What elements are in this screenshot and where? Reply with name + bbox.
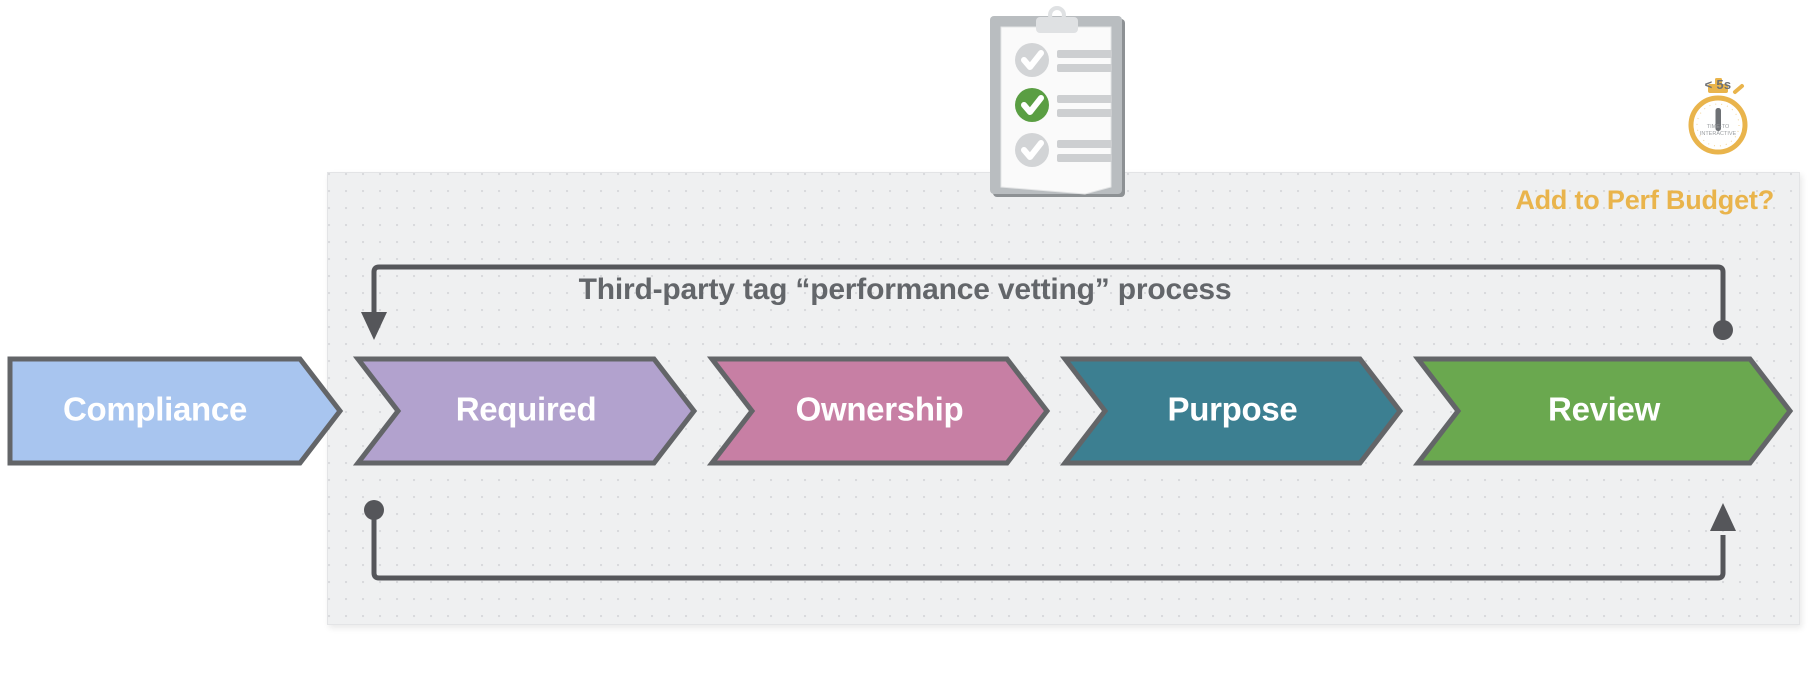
stage-chevron-ownership[interactable] (706, 356, 1051, 466)
stopwatch-icon: TIME-TO INTERACTIVE (1688, 78, 1748, 155)
stage-label-compliance: Compliance (63, 391, 247, 428)
process-title: Third-party tag “performance vetting” pr… (578, 273, 1232, 306)
stage-label-review: Review (1548, 391, 1661, 428)
stage-chevron-strip: Compliance Required Ownership Purpose Review (7, 356, 1794, 466)
stage-label-purpose: Purpose (1168, 391, 1298, 428)
perf-budget-label: Add to Perf Budget? (1515, 185, 1774, 215)
stage-label-ownership: Ownership (796, 391, 964, 428)
stage-chevron-review[interactable] (1412, 356, 1794, 466)
stopwatch-dial-line-2: INTERACTIVE (1700, 131, 1737, 137)
stopwatch-dial-line-1: TIME-TO (1707, 124, 1730, 130)
stage-chevron-compliance[interactable] (7, 356, 344, 466)
clipboard-checklist-icon (990, 6, 1125, 197)
stage-chevron-required[interactable] (352, 356, 698, 466)
stage-chevron-purpose[interactable] (1059, 356, 1404, 466)
stopwatch-caption: < 5s (1704, 77, 1732, 92)
stage-label-required: Required (456, 391, 597, 428)
